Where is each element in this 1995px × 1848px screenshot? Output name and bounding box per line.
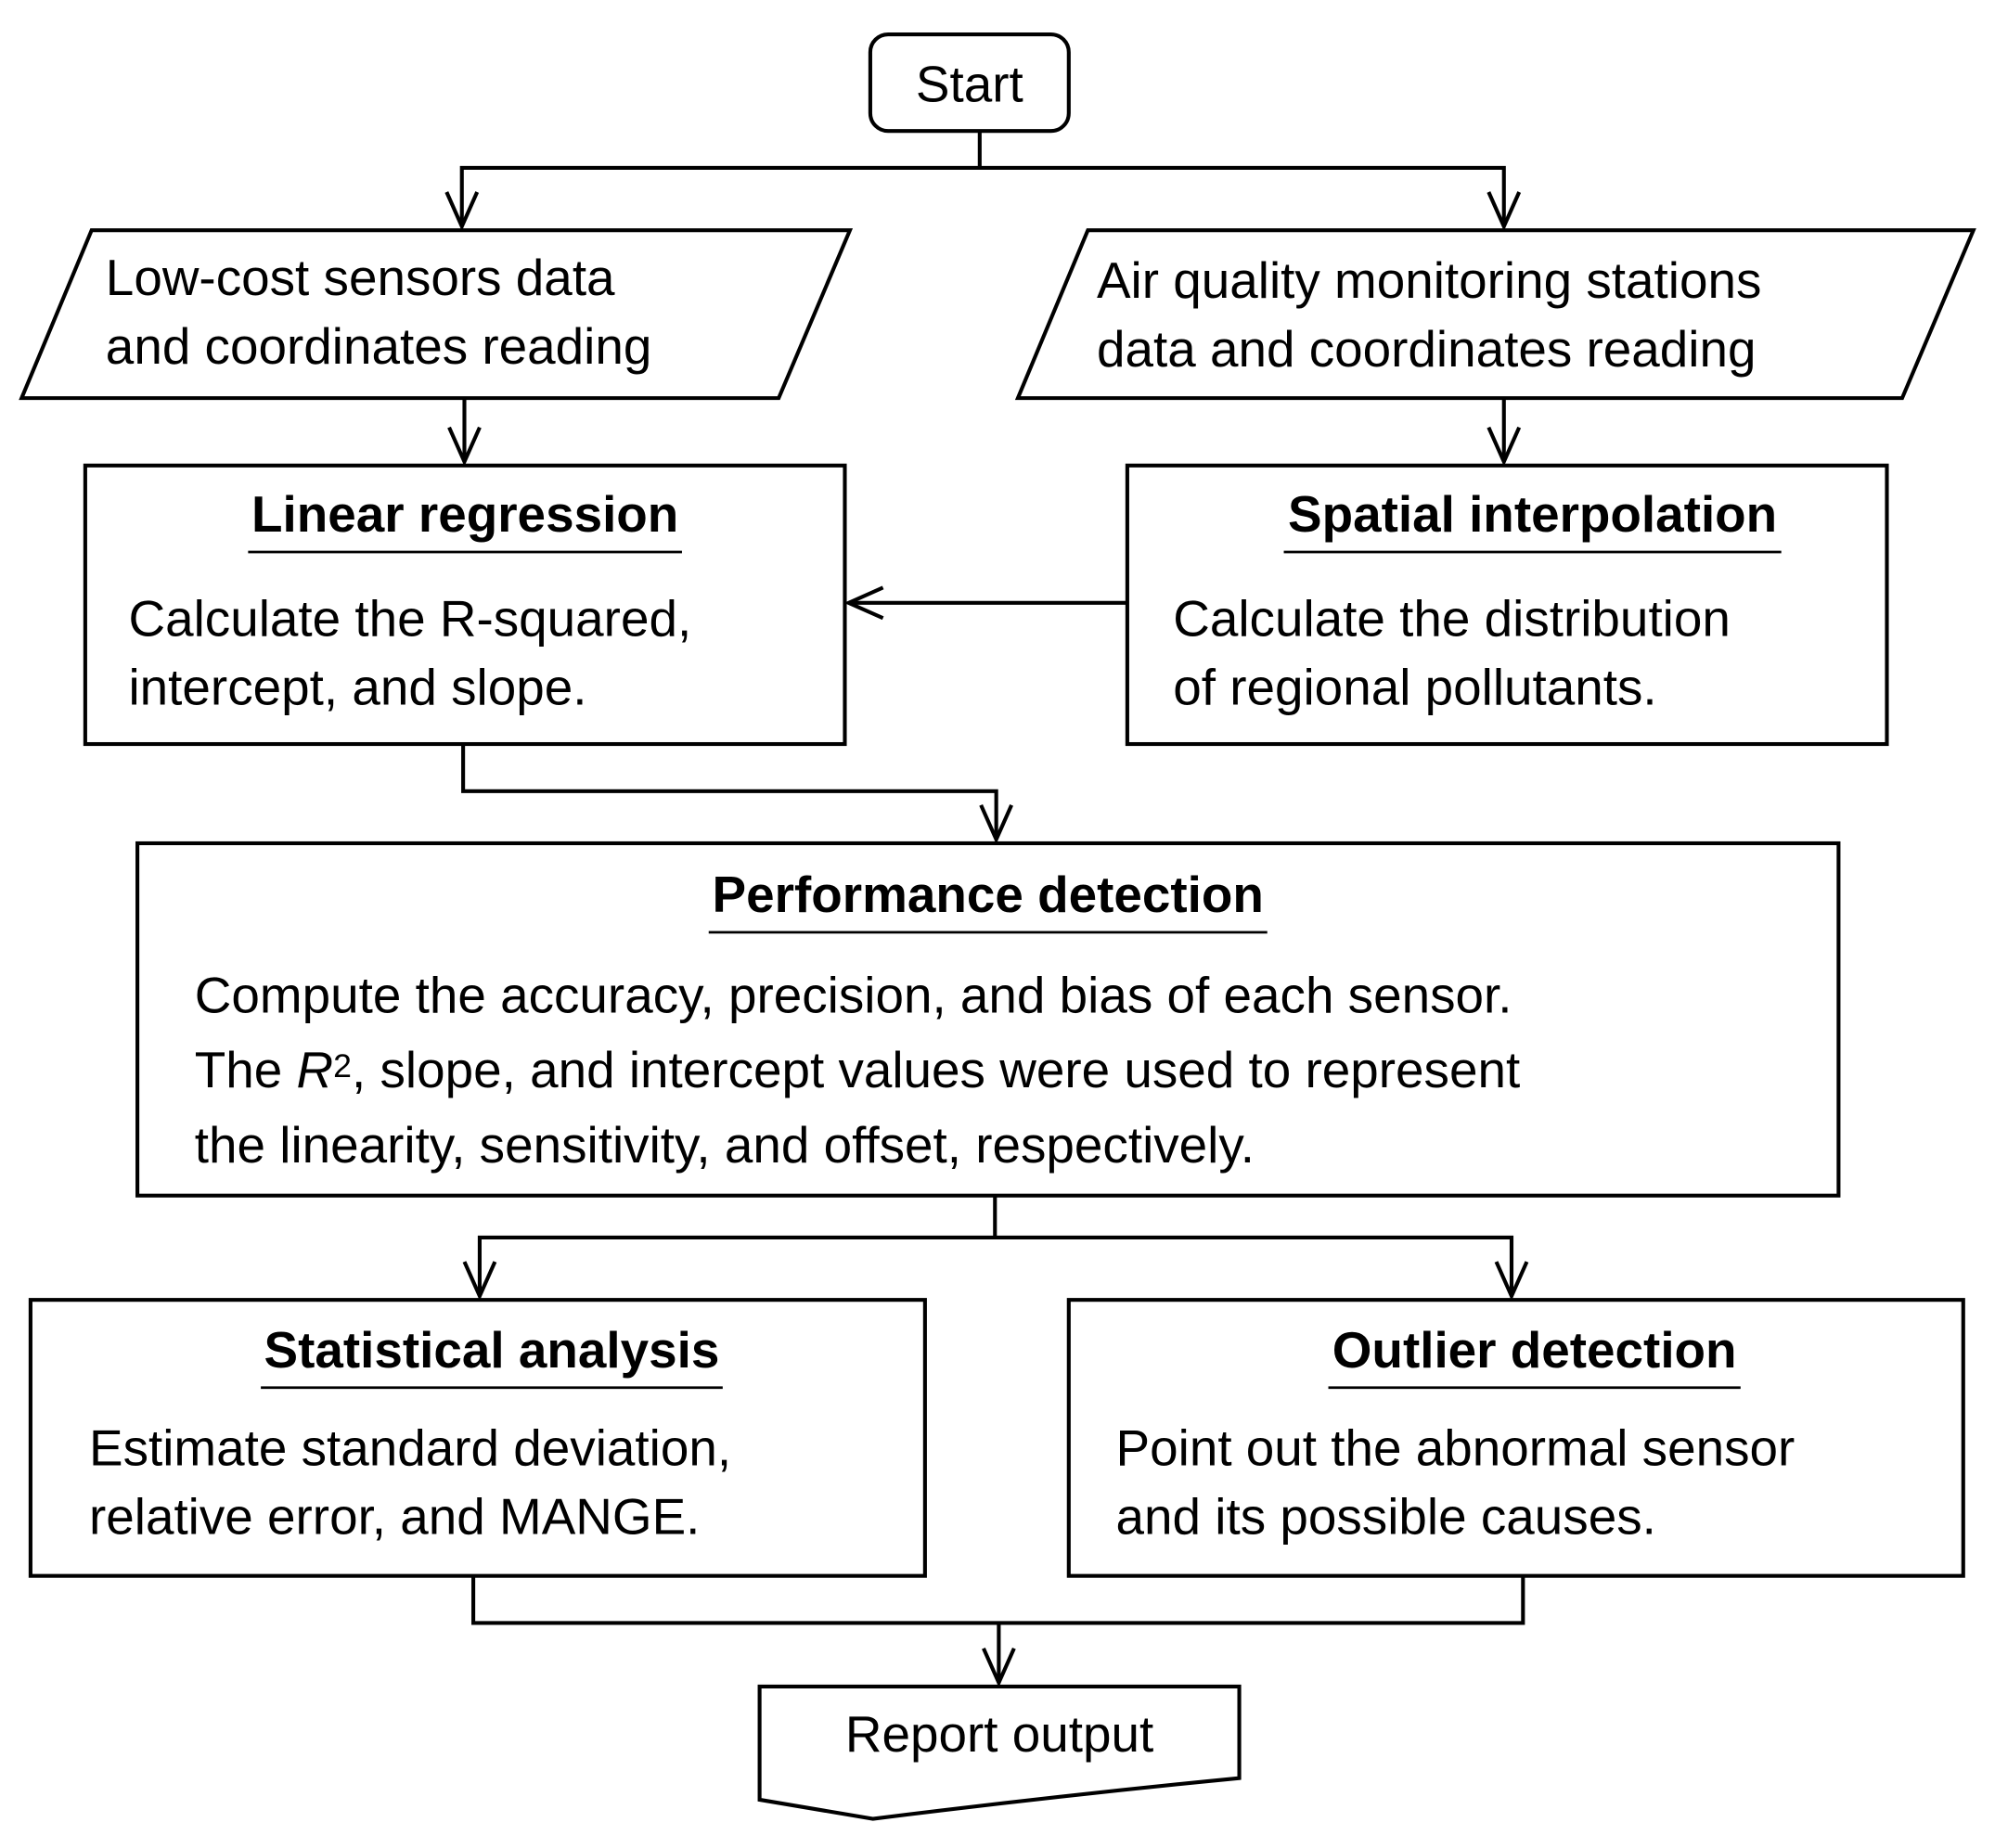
start-label: Start xyxy=(915,57,1023,114)
spatial-interpolation-title-text: Spatial interpolation xyxy=(1283,484,1782,554)
input-stations-line1: Air quality monitoring stations xyxy=(1096,252,1762,310)
performance-detection-body: Compute the accuracy, precision, and bia… xyxy=(195,959,1520,1185)
connector-analysis-merge xyxy=(471,1575,1525,1625)
arrowhead-spatial xyxy=(1487,426,1522,467)
arrowhead-statistical xyxy=(462,1261,497,1302)
outlier-detection-body: Point out the abnormal sensor and its po… xyxy=(1116,1415,1796,1552)
performance-detection-line1: Compute the accuracy, precision, and bia… xyxy=(194,968,1512,1024)
outlier-detection-title-text: Outlier detection xyxy=(1328,1320,1741,1390)
connector-linear-to-performance xyxy=(461,744,998,840)
statistical-analysis-line1: Estimate standard deviation, xyxy=(88,1420,732,1477)
r-superscript: 2 xyxy=(333,1046,353,1085)
input-low-cost-text: Low-cost sensors data and coordinates re… xyxy=(106,244,652,381)
input-stations-text: Air quality monitoring stations data and… xyxy=(1097,247,1761,384)
outlier-detection-box xyxy=(1066,1298,1965,1578)
spatial-interpolation-line1: Calculate the distribution xyxy=(1173,591,1731,648)
input-stations-shape xyxy=(1014,228,1976,401)
start-terminator xyxy=(868,32,1071,134)
arrowhead-report xyxy=(982,1647,1016,1688)
performance-detection-line3: the linearity, sensitivity, and offset, … xyxy=(194,1118,1255,1174)
linear-regression-title: Linear regression xyxy=(85,484,845,554)
performance-detection-title: Performance detection xyxy=(137,865,1838,934)
performance-detection-box xyxy=(135,841,1841,1198)
outlier-detection-line2: and its possible causes. xyxy=(1115,1489,1656,1546)
arrowhead-left-input xyxy=(444,191,480,232)
input-low-cost-line1: Low-cost sensors data xyxy=(105,250,615,307)
report-label: Report output xyxy=(844,1706,1154,1764)
arrowhead-outlier xyxy=(1494,1261,1529,1302)
arrowhead-linear xyxy=(447,426,482,467)
arrowhead-performance xyxy=(979,804,1013,844)
connector-start-branches xyxy=(459,165,1506,227)
spatial-interpolation-body: Calculate the distribution of regional p… xyxy=(1173,585,1731,723)
performance-detection-line2: The R2, slope, and intercept values were… xyxy=(195,1034,1520,1110)
r-symbol: R xyxy=(296,1043,334,1099)
input-low-cost-line2: and coordinates reading xyxy=(105,319,652,376)
connector-performance-branches xyxy=(477,1235,1514,1297)
arrowhead-right-input xyxy=(1487,191,1522,232)
outlier-detection-line1: Point out the abnormal sensor xyxy=(1115,1420,1796,1477)
linear-regression-title-text: Linear regression xyxy=(247,484,683,554)
statistical-analysis-body: Estimate standard deviation, relative er… xyxy=(89,1415,731,1552)
statistical-analysis-title: Statistical analysis xyxy=(31,1320,953,1390)
statistical-analysis-box xyxy=(28,1298,927,1578)
arrowhead-into-linear xyxy=(843,585,884,621)
linear-regression-body: Calculate the R-squared, intercept, and … xyxy=(128,585,691,723)
performance-detection-line2-prefix: The xyxy=(194,1043,297,1099)
linear-regression-line2: intercept, and slope. xyxy=(128,660,587,716)
statistical-analysis-line2: relative error, and MANGE. xyxy=(88,1489,701,1546)
spatial-interpolation-line2: of regional pollutants. xyxy=(1173,660,1657,716)
spatial-interpolation-title: Spatial interpolation xyxy=(1152,484,1912,554)
outlier-detection-title: Outlier detection xyxy=(1069,1320,1995,1390)
linear-regression-line1: Calculate the R-squared, xyxy=(128,591,692,648)
input-low-cost-shape xyxy=(19,228,854,401)
input-stations-line2: data and coordinates reading xyxy=(1096,321,1757,379)
report-document-shape xyxy=(757,1684,1242,1821)
performance-detection-title-text: Performance detection xyxy=(708,865,1268,934)
performance-detection-line2-suffix: , slope, and intercept values were used … xyxy=(352,1043,1521,1099)
statistical-analysis-title-text: Statistical analysis xyxy=(260,1320,724,1390)
